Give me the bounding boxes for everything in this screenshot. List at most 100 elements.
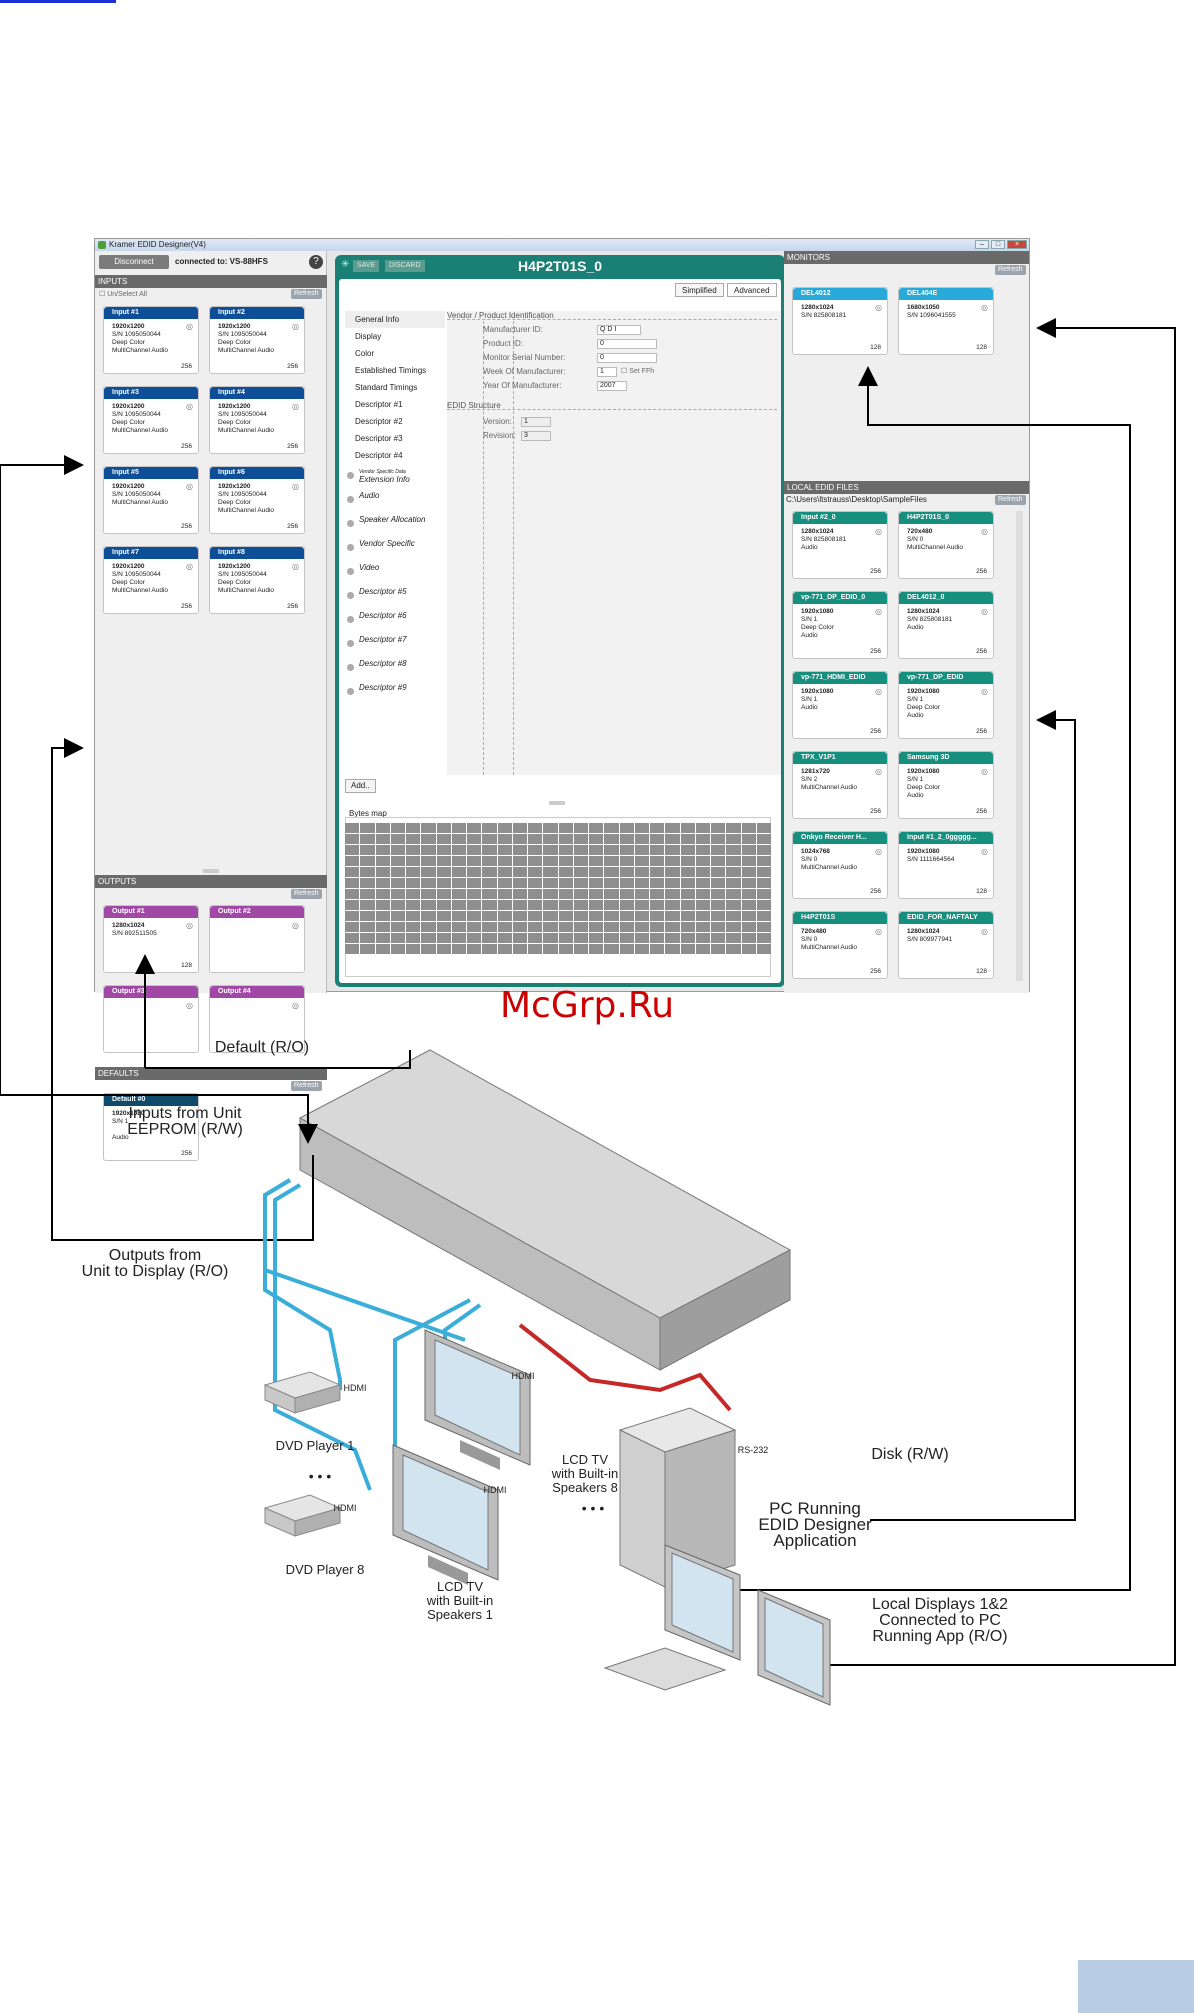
byte-cell[interactable] (558, 900, 573, 910)
byte-cell[interactable] (589, 933, 604, 943)
byte-cell[interactable] (482, 933, 497, 943)
byte-cell[interactable] (360, 889, 375, 899)
byte-cell[interactable] (528, 823, 543, 833)
byte-cell[interactable] (650, 867, 665, 877)
byte-cell[interactable] (436, 922, 451, 932)
block-item[interactable]: Descriptor #8 (345, 656, 445, 680)
byte-cell[interactable] (726, 944, 741, 954)
byte-cell[interactable] (589, 834, 604, 844)
byte-cell[interactable] (528, 867, 543, 877)
nav-item[interactable]: Established Timings (355, 366, 427, 375)
byte-cell[interactable] (741, 933, 756, 943)
maximize-button[interactable]: □ (991, 240, 1005, 249)
byte-cell[interactable] (726, 856, 741, 866)
byte-cell[interactable] (665, 845, 680, 855)
byte-cell[interactable] (406, 834, 421, 844)
byte-cell[interactable] (497, 856, 512, 866)
byte-cell[interactable] (695, 867, 710, 877)
serial-number-field[interactable]: 0 (597, 353, 657, 363)
byte-cell[interactable] (634, 944, 649, 954)
byte-cell[interactable] (695, 922, 710, 932)
byte-cell[interactable] (345, 911, 360, 921)
nav-item[interactable]: General Info (345, 311, 445, 328)
byte-cell[interactable] (756, 911, 771, 921)
byte-cell[interactable] (421, 867, 436, 877)
byte-cell[interactable] (497, 933, 512, 943)
byte-cell[interactable] (528, 834, 543, 844)
byte-cell[interactable] (345, 944, 360, 954)
byte-cell[interactable] (512, 834, 527, 844)
byte-cell[interactable] (512, 889, 527, 899)
outputs-card[interactable]: Output #4◎ (209, 985, 305, 1053)
byte-cell[interactable] (406, 878, 421, 888)
byte-cell[interactable] (726, 911, 741, 921)
byte-cell[interactable] (650, 878, 665, 888)
unselect-all-checkbox[interactable]: ☐ Un/Select All (99, 291, 147, 298)
byte-cell[interactable] (589, 944, 604, 954)
byte-cell[interactable] (726, 878, 741, 888)
byte-cell[interactable] (604, 922, 619, 932)
byte-cell[interactable] (756, 922, 771, 932)
byte-cell[interactable] (589, 856, 604, 866)
byte-cell[interactable] (451, 933, 466, 943)
byte-cell[interactable] (589, 889, 604, 899)
byte-cell[interactable] (619, 823, 634, 833)
byte-cell[interactable] (619, 889, 634, 899)
byte-cell[interactable] (558, 834, 573, 844)
byte-cell[interactable] (497, 944, 512, 954)
byte-cell[interactable] (421, 856, 436, 866)
byte-cell[interactable] (711, 867, 726, 877)
block-item[interactable]: Vendor Specific (345, 536, 445, 560)
byte-cell[interactable] (619, 867, 634, 877)
byte-cell[interactable] (375, 845, 390, 855)
byte-cell[interactable] (451, 922, 466, 932)
byte-cell[interactable] (634, 900, 649, 910)
byte-cell[interactable] (619, 856, 634, 866)
byte-cell[interactable] (756, 889, 771, 899)
eye-icon[interactable]: ◎ (875, 607, 882, 616)
byte-cell[interactable] (711, 889, 726, 899)
byte-cell[interactable] (589, 867, 604, 877)
byte-cell[interactable] (375, 944, 390, 954)
byte-cell[interactable] (360, 933, 375, 943)
byte-cell[interactable] (604, 878, 619, 888)
byte-cell[interactable] (756, 823, 771, 833)
byte-cell[interactable] (497, 878, 512, 888)
byte-cell[interactable] (756, 878, 771, 888)
byte-cell[interactable] (436, 911, 451, 921)
eye-icon[interactable]: ◎ (186, 402, 193, 411)
byte-cell[interactable] (421, 878, 436, 888)
byte-cell[interactable] (619, 944, 634, 954)
byte-cell[interactable] (680, 889, 695, 899)
eye-icon[interactable]: ◎ (981, 927, 988, 936)
byte-cell[interactable] (467, 878, 482, 888)
byte-cell[interactable] (406, 845, 421, 855)
disconnect-button[interactable]: Disconnect (99, 255, 169, 269)
byte-cell[interactable] (451, 889, 466, 899)
byte-cell[interactable] (543, 911, 558, 921)
nav-item[interactable]: Display (355, 332, 382, 341)
byte-cell[interactable] (467, 823, 482, 833)
byte-cell[interactable] (573, 900, 588, 910)
byte-cell[interactable] (482, 900, 497, 910)
defaults-refresh-button[interactable]: Refresh (291, 1081, 322, 1091)
manufacturer-id-field[interactable]: Q D I (597, 325, 641, 335)
byte-cell[interactable] (360, 823, 375, 833)
byte-cell[interactable] (497, 845, 512, 855)
byte-cell[interactable] (497, 911, 512, 921)
byte-cell[interactable] (650, 911, 665, 921)
byte-cell[interactable] (558, 889, 573, 899)
byte-cell[interactable] (436, 933, 451, 943)
byte-cell[interactable] (695, 823, 710, 833)
set-ffh-checkbox[interactable]: ☐ Set FFh (621, 368, 655, 375)
nav-item[interactable]: Descriptor #4 (355, 451, 403, 460)
eye-icon[interactable]: ◎ (875, 847, 882, 856)
byte-cell[interactable] (512, 900, 527, 910)
byte-cell[interactable] (345, 845, 360, 855)
byte-cell[interactable] (421, 845, 436, 855)
byte-cell[interactable] (528, 845, 543, 855)
block-item[interactable]: Speaker Allocation (345, 512, 445, 536)
byte-cell[interactable] (680, 867, 695, 877)
